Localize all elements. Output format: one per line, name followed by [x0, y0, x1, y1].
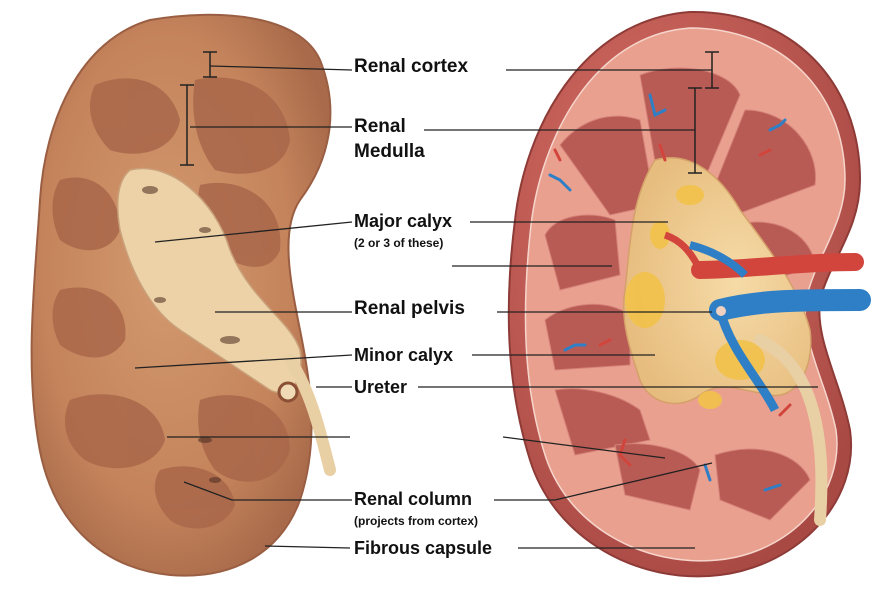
label-minor-calyx: Minor calyx: [354, 345, 454, 365]
specimen-sinus: [116, 167, 302, 394]
specimen-cavities: [142, 186, 240, 483]
label-renal-column-note: (projects from cortex): [354, 514, 479, 528]
renal-vein: [709, 289, 871, 321]
vessel-opening: [714, 304, 728, 318]
label-fibrous-capsule: Fibrous capsule: [354, 538, 493, 558]
kidney-specimen: [30, 13, 336, 577]
label-renal-column: Renal column: [354, 489, 473, 509]
renal-artery: [691, 253, 864, 279]
illustration-ureter: [754, 334, 828, 526]
column-leader-left: [183, 481, 352, 501]
kidney-illustration: [507, 10, 871, 578]
capsule-leader-left: [264, 545, 351, 549]
leader-lines: [134, 65, 818, 549]
blue-branch: [688, 241, 748, 278]
medulla-extra-right: [502, 436, 666, 459]
specimen-brackets: [180, 51, 217, 166]
label-major-calyx-note: (2 or 3 of these): [354, 236, 444, 250]
label-renal-pelvis: Renal pelvis: [354, 298, 465, 319]
specimen-ureter: [284, 354, 336, 476]
illustration-brackets: [688, 51, 719, 174]
vein-branch: [715, 308, 780, 413]
artery-branch: [663, 231, 704, 272]
label-ureter: Ureter: [354, 377, 408, 397]
interlobar-vessels: [548, 93, 792, 492]
label-major-calyx: Major calyx: [354, 211, 453, 231]
minor-calyx-leader-left: [134, 354, 353, 369]
label-renal-medulla-line1: Renal: [354, 116, 406, 137]
column-leader-right: [494, 462, 713, 501]
cortex-leader-left: [209, 65, 353, 71]
label-renal-cortex: Renal cortex: [354, 56, 469, 77]
specimen-pyramids: [52, 77, 290, 529]
label-renal-medulla-line2: Medulla: [354, 141, 425, 162]
specimen-vessel: [277, 381, 299, 403]
major-calyx-leader-left: [154, 221, 353, 243]
